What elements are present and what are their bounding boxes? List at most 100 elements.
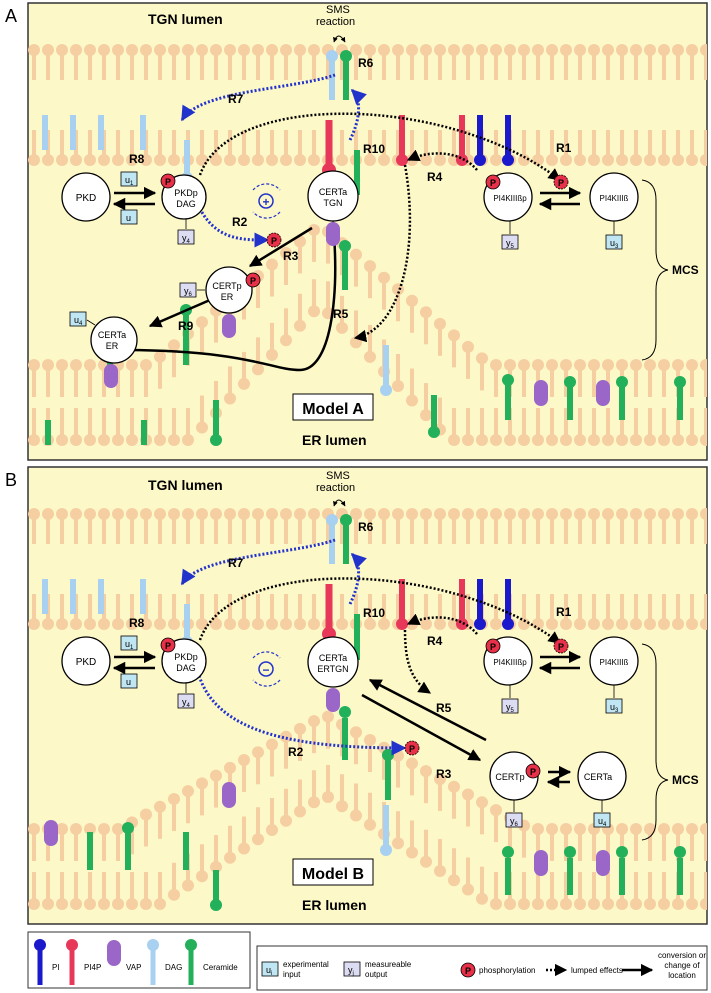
model-b-box <box>292 858 374 886</box>
legend-y-sub: j <box>352 971 354 977</box>
positive-feedback-icon-a: + <box>252 183 281 219</box>
sms-arc-b <box>333 499 346 507</box>
lipid-pi-b-2 <box>502 579 514 630</box>
node-vap-certa-tgn-a <box>326 222 340 246</box>
er-ceramide-a-9 <box>674 376 686 420</box>
lipid-dag-upper-sms-b <box>326 514 338 564</box>
er-membrane-b <box>28 710 707 910</box>
output-box-y6-b: y6 <box>505 800 523 828</box>
er-ceramide-b-4 <box>122 822 134 870</box>
feedback-sign-a: + <box>262 195 269 209</box>
node-certa-er-a: CERTa ER <box>90 316 138 364</box>
tgn-membrane-b-upper <box>28 508 707 544</box>
er-ceramide-a-8 <box>616 376 628 420</box>
panel-b-letter: B <box>5 470 17 490</box>
r2-label-b: R2 <box>288 745 304 759</box>
arrow-r9-a <box>148 298 211 328</box>
legend-u-main: u <box>266 965 271 975</box>
u4-a-sub: 4 <box>79 321 83 327</box>
svg-text:u4: u4 <box>598 816 607 828</box>
svg-text:u4: u4 <box>74 315 83 327</box>
r8-label-b: R8 <box>129 616 145 630</box>
sms-label-b-2: reaction <box>316 482 355 494</box>
er-ceramide-b-9 <box>616 846 628 895</box>
legend-input-icon: ui <box>261 961 279 977</box>
er-vap-b-1 <box>44 820 58 846</box>
y4-a-main: y <box>182 233 187 243</box>
node-pi4k-a: PI4KIIIß <box>589 172 639 222</box>
u1-a-main: u <box>125 175 130 185</box>
r9-label-a: R9 <box>178 319 194 333</box>
legend-phospho-text: P <box>465 966 471 976</box>
u2-b-main: u <box>126 677 131 687</box>
panel-a: A <box>5 2 708 461</box>
u3-a-sub: 3 <box>615 244 619 250</box>
sms-label-b-1: SMS <box>326 470 350 482</box>
arrow-r2-a <box>196 204 270 248</box>
arrow-r3-b <box>361 693 482 762</box>
r1-label-b: R1 <box>556 605 572 619</box>
y5-b-main: y <box>506 702 511 712</box>
input-box-u3-a: u3 <box>605 221 623 250</box>
phospho-icon-pi4kp-b: P <box>485 638 501 654</box>
legend-u-sub: i <box>271 971 272 977</box>
svg-text:y5: y5 <box>506 702 515 714</box>
u3-a-main: u <box>610 238 615 248</box>
panel-a-letter: A <box>5 6 17 26</box>
arrow-r3-a <box>248 226 313 268</box>
r3-label-b: R3 <box>436 767 452 781</box>
r1-label-a: R1 <box>556 141 572 155</box>
lipid-pi4p-b-3 <box>456 579 468 630</box>
svg-text:y4: y4 <box>182 697 191 709</box>
phospho-icon-r2-b: P <box>404 740 420 756</box>
node-certa-right-b: CERTa <box>577 751 627 801</box>
er-ceramide-a-6 <box>502 374 514 420</box>
u2-a-main: u <box>126 213 131 223</box>
legend-conversion-2: change of <box>664 961 700 970</box>
y4-b-main: y <box>182 697 187 707</box>
er-membrane-b-lower <box>28 764 707 910</box>
node-pkd-b-label: PKD <box>76 657 97 668</box>
legend-measurable-1: measureable <box>365 960 412 969</box>
node-pi4k-b: PI4KIIIß <box>589 636 639 686</box>
input-box-u4-b: u4 <box>593 800 611 828</box>
arrow-r6-a <box>348 88 367 141</box>
lipid-ceramide-upper-sms <box>340 50 352 100</box>
legend-pi4p-label: PI4P <box>84 963 101 972</box>
legend-pi-icon <box>34 939 46 985</box>
node-certa-b: CERTa ERTGN <box>307 636 359 688</box>
er-ceramide-a-4 <box>210 400 222 446</box>
r8-label-a: R8 <box>129 152 145 166</box>
panel-b: B <box>5 466 708 925</box>
svg-text:y6: y6 <box>184 286 193 298</box>
legend-measurable-2: output <box>365 970 388 979</box>
node-pi4k-a-label: PI4KIIIß <box>600 194 629 203</box>
input-box-u1-b: u1 <box>120 635 138 651</box>
node-pkdp-a-l1: PKDp <box>174 188 198 198</box>
output-box-y4-a: y4 <box>177 219 195 245</box>
model-a-label: Model A <box>302 401 364 418</box>
legend-phosphorylation: phosphorylation <box>479 966 535 975</box>
phospho-icon-pi4kp-a: P <box>485 174 501 190</box>
output-box-y5-a: y5 <box>501 221 519 250</box>
u4-a-main: u <box>74 315 79 325</box>
node-certa-b-l1: CERTa <box>319 653 347 663</box>
node-vap-certa-er-a <box>104 364 118 388</box>
input-box-u1-a: u1 <box>120 171 138 187</box>
node-certa-er-a-l1: CERTa <box>98 330 126 340</box>
r7-label-b: R7 <box>228 556 244 570</box>
arrow-r10-a <box>117 220 341 372</box>
lipid-ceramide-upper-sms-b <box>340 514 352 564</box>
er-ceramide-a-7 <box>564 376 576 420</box>
legend-dag-icon <box>147 939 159 985</box>
mcs-brace-a <box>641 179 669 361</box>
legend-pi-label: PI <box>52 963 60 972</box>
legend-vap-icon <box>107 940 121 966</box>
legend-y-main: y <box>348 965 353 975</box>
lipid-pi-1 <box>474 115 486 166</box>
mcs-brace-b <box>641 643 669 841</box>
arrow-r7-a <box>180 73 336 122</box>
tgn-lumen-label-b: TGN lumen <box>148 477 223 493</box>
phospho-r1-a-text: P <box>558 178 564 188</box>
